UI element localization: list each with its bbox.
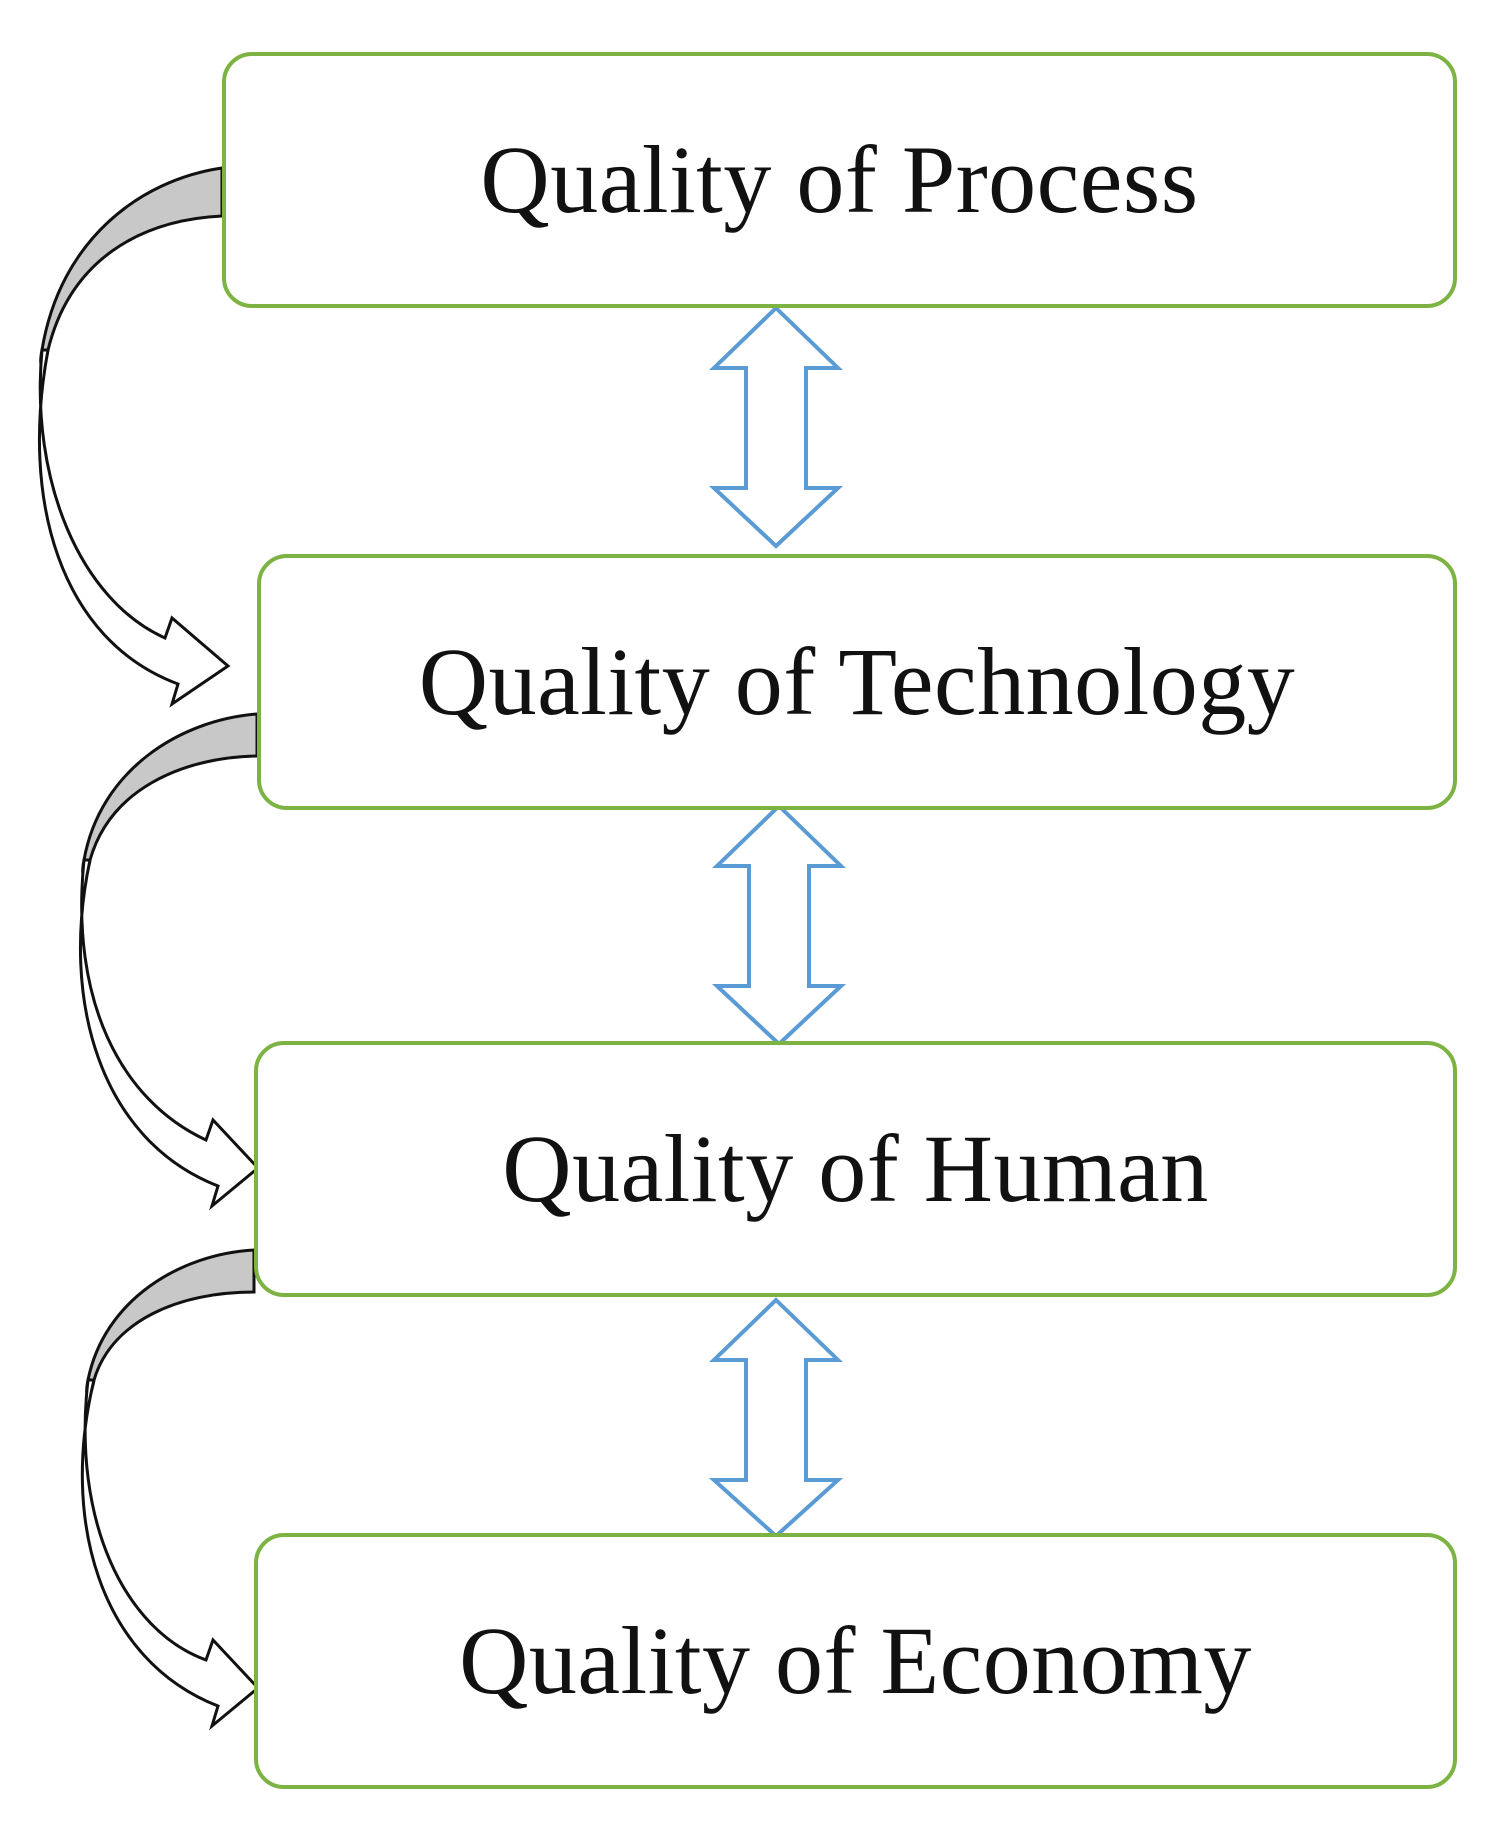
node-label: Quality of Process <box>480 126 1199 233</box>
bidirectional-arrow-human-economy <box>708 1297 844 1539</box>
curved-arrow-tail-technology <box>81 712 259 878</box>
curved-arrow-tail-process <box>39 166 224 368</box>
node-label: Quality of Human <box>502 1115 1209 1222</box>
curved-arrow-technology-human <box>79 712 261 1211</box>
node-quality-of-human: Quality of Human <box>254 1041 1457 1297</box>
node-label: Quality of Economy <box>459 1607 1252 1714</box>
bidirectional-arrow-process-technology <box>708 305 844 549</box>
node-quality-of-technology: Quality of Technology <box>257 554 1457 810</box>
curved-arrow-process-technology <box>37 166 231 708</box>
curved-arrow-body-human <box>80 1378 261 1731</box>
curved-arrow-tail-human <box>85 1248 256 1398</box>
bidirectional-arrow-technology-human <box>711 803 847 1047</box>
node-label: Quality of Technology <box>418 628 1296 735</box>
curved-arrow-body-technology <box>79 858 261 1211</box>
node-quality-of-process: Quality of Process <box>222 52 1457 308</box>
node-quality-of-economy: Quality of Economy <box>254 1533 1457 1789</box>
curved-arrow-human-economy <box>80 1248 261 1731</box>
curved-arrow-body-process <box>37 348 231 708</box>
